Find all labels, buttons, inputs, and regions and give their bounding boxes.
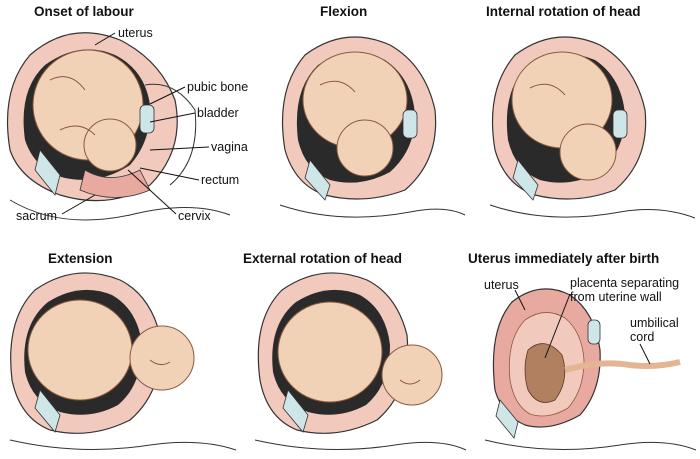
panel-extension: Extension [0,240,240,459]
external-rotation-illustration [254,272,467,451]
label-uterus: uterus [118,26,153,40]
panel-title: Uterus immediately after birth [468,251,660,266]
panel-uterus-after-birth: Uterus immediately after birth uterus pl… [468,240,700,459]
panel-title: Onset of labour [34,4,134,19]
uterus-after-birth-illustration [484,288,697,451]
panel-onset-of-labour: Onset of labour uterus pubic bone bladde… [0,0,248,230]
label-uterus-after-birth: uterus [484,278,519,292]
label-umbilical-line2: cord [630,330,655,344]
internal-rotation-illustration [489,36,696,219]
panel-title: Extension [48,251,113,266]
label-sacrum: sacrum [16,209,57,223]
panel-title: Flexion [320,4,368,19]
onset-of-labour-illustration [6,32,231,221]
label-vagina: vagina [211,140,248,154]
onset-leader-lines [61,32,210,215]
panel-flexion: Flexion [240,0,470,230]
label-pubic-bone: pubic bone [187,80,249,94]
panel-title: Internal rotation of head [486,4,641,19]
label-rectum: rectum [201,173,240,187]
label-cervix: cervix [178,209,211,223]
label-bladder: bladder [197,106,239,120]
label-placenta-line2: from uterine wall [570,290,662,304]
label-umbilical-line1: umbilical [630,316,679,330]
panel-internal-rotation: Internal rotation of head [470,0,700,230]
extension-illustration [9,272,237,451]
panel-external-rotation: External rotation of head [240,240,470,459]
flexion-illustration [279,36,466,218]
label-placenta-line1: placenta separating [570,276,680,290]
panel-title: External rotation of head [243,251,403,266]
